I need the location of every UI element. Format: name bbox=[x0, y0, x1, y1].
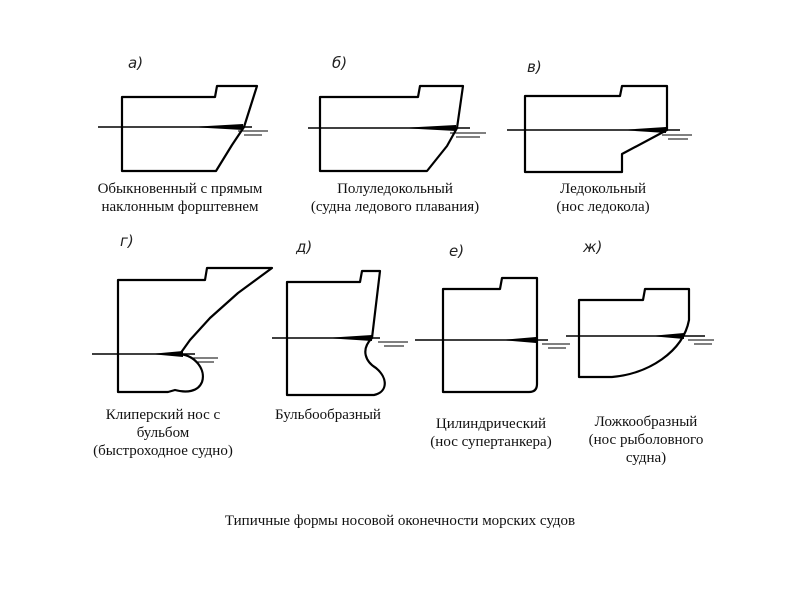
caption-icebreaker: Ледокольный (нос ледокола) bbox=[556, 180, 649, 216]
caption-line: Полуледокольный bbox=[337, 181, 453, 197]
figure-letter: е) bbox=[449, 242, 465, 260]
hull-spoon bbox=[566, 287, 714, 379]
figure-letter: б) bbox=[332, 54, 348, 72]
hull-semi-icebreaker bbox=[308, 84, 486, 173]
caption-spoon: Ложкообразный (нос рыболовного судна) bbox=[589, 413, 704, 467]
figure-letter: г) bbox=[120, 232, 134, 250]
hull-clipper-bulb bbox=[92, 266, 274, 394]
hull-bulbous bbox=[272, 269, 408, 397]
caption-line: судна) bbox=[625, 450, 667, 466]
figure-letter: в) bbox=[527, 58, 542, 76]
figure-letter: д) bbox=[296, 238, 313, 256]
caption-line: (нос супертанкера) bbox=[430, 434, 552, 450]
caption-line: (судна ледового плавания) bbox=[310, 199, 480, 215]
caption-bulbous: Бульбообразный bbox=[275, 406, 381, 424]
caption-line: (нос ледокола) bbox=[556, 199, 650, 215]
caption-line: Клиперский нос с bbox=[105, 407, 221, 423]
caption-line: Ложкообразный bbox=[594, 414, 698, 430]
figure-letter: а) bbox=[128, 54, 144, 72]
caption-line: Обыкновенный с прямым bbox=[97, 181, 263, 197]
hull-ordinary bbox=[98, 84, 268, 173]
caption-ordinary: Обыкновенный с прямым наклонным форштевн… bbox=[98, 180, 263, 216]
caption-clipper-bulb: Клиперский нос с бульбом (быстроходное с… bbox=[93, 406, 233, 460]
hull-cylindrical bbox=[415, 276, 570, 394]
hull-icebreaker bbox=[507, 84, 692, 174]
caption-cylindrical: Цилиндрический (нос супертанкера) bbox=[430, 415, 551, 451]
diagram-title: Типичные формы носовой оконечности морск… bbox=[224, 513, 576, 529]
caption-line: (быстроходное судно) bbox=[93, 443, 233, 459]
caption-line: (нос рыболовного bbox=[588, 432, 704, 448]
caption-line: бульбом bbox=[136, 425, 190, 441]
figure-letter: ж) bbox=[583, 238, 603, 256]
caption-line: Цилиндрический bbox=[435, 416, 547, 432]
caption-line: Ледокольный bbox=[560, 181, 646, 197]
caption-line: Бульбообразный bbox=[275, 407, 381, 423]
caption-semi-icebreaker: Полуледокольный (судна ледового плавания… bbox=[311, 180, 479, 216]
caption-line: наклонным форштевнем bbox=[101, 199, 259, 215]
